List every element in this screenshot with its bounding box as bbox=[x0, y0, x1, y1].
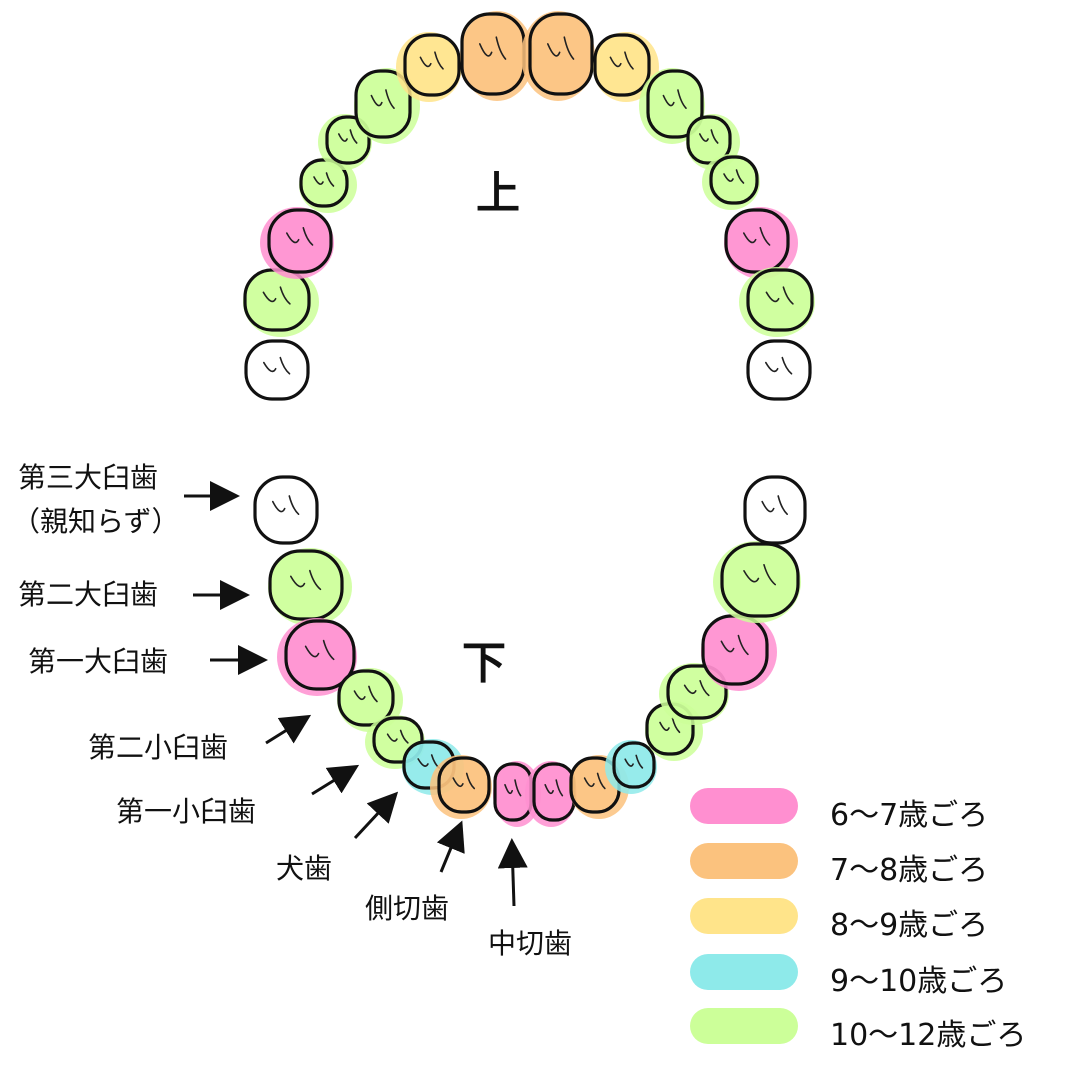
upper-second-molar-right bbox=[739, 267, 815, 337]
lower-second-molar-right bbox=[713, 541, 801, 623]
label-third-molar-note: （親知らず） bbox=[12, 505, 180, 538]
lower-jaw-label: 下 bbox=[462, 638, 506, 689]
lower-arch bbox=[253, 475, 807, 827]
legend-item: 10〜12歳ごろ bbox=[690, 1008, 1070, 1053]
label-central-incisor: 中切歯 bbox=[488, 927, 573, 960]
upper-second-premolar-left bbox=[299, 157, 357, 213]
legend-label: 10〜12歳ごろ bbox=[830, 1018, 1027, 1053]
lower-first-molar-right bbox=[701, 613, 777, 691]
legend-swatch bbox=[690, 898, 798, 934]
arrow-canine bbox=[353, 791, 399, 840]
legend-label: 7〜8歳ごろ bbox=[830, 853, 989, 888]
lower-second-molar-left bbox=[268, 548, 352, 626]
lower-central-incisor-right bbox=[525, 761, 577, 827]
legend-label: 9〜10歳ごろ bbox=[830, 964, 1008, 999]
upper-central-incisor-left bbox=[460, 11, 534, 101]
legend-item: 8〜9歳ごろ bbox=[690, 898, 1070, 943]
upper-lateral-incisor-right bbox=[593, 32, 659, 102]
upper-first-premolar-left bbox=[318, 114, 372, 170]
legend-label: 8〜9歳ごろ bbox=[830, 908, 989, 943]
upper-arch bbox=[243, 11, 815, 401]
label-first-molar: 第一大臼歯 bbox=[28, 645, 169, 678]
label-first-premolar: 第一小臼歯 bbox=[116, 795, 257, 828]
lower-canine-right bbox=[605, 740, 657, 794]
label-lateral-incisor: 側切歯 bbox=[365, 892, 450, 925]
legend-swatch bbox=[690, 843, 798, 879]
label-third-molar: 第三大臼歯 bbox=[18, 461, 159, 494]
legend-item: 6〜7歳ごろ bbox=[690, 788, 1070, 833]
lower-second-premolar-left bbox=[337, 668, 403, 732]
arrow-central-incisor bbox=[497, 838, 528, 907]
legend-item: 7〜8歳ごろ bbox=[690, 843, 1070, 888]
upper-central-incisor-right bbox=[521, 11, 595, 101]
label-second-premolar: 第二小臼歯 bbox=[88, 731, 229, 764]
arrow-first-premolar bbox=[311, 764, 360, 796]
upper-lateral-incisor-left bbox=[396, 32, 462, 102]
label-canine: 犬歯 bbox=[276, 852, 333, 885]
upper-first-molar-left bbox=[260, 207, 334, 279]
upper-first-molar-right bbox=[724, 207, 798, 279]
legend-swatch bbox=[690, 954, 798, 990]
upper-third-molar-right bbox=[746, 339, 812, 401]
legend-label: 6〜7歳ごろ bbox=[830, 798, 989, 833]
lower-lateral-incisor-left bbox=[430, 755, 492, 819]
upper-jaw-label: 上 bbox=[476, 168, 520, 219]
lower-first-molar-left bbox=[277, 618, 357, 696]
legend-swatch bbox=[690, 1008, 798, 1044]
arrow-lateral-incisor bbox=[436, 820, 465, 873]
arrow-second-premolar bbox=[265, 714, 312, 745]
upper-second-molar-left bbox=[243, 267, 319, 337]
label-second-molar: 第二大臼歯 bbox=[18, 578, 159, 611]
upper-canine-right bbox=[639, 68, 705, 144]
lower-third-molar-right bbox=[743, 475, 807, 545]
upper-third-molar-left bbox=[244, 339, 310, 401]
legend-item: 9〜10歳ごろ bbox=[690, 954, 1070, 999]
lower-third-molar-left bbox=[253, 475, 319, 545]
legend-swatch bbox=[690, 788, 798, 824]
upper-second-premolar-right bbox=[702, 154, 760, 210]
label-arrows bbox=[184, 481, 528, 907]
